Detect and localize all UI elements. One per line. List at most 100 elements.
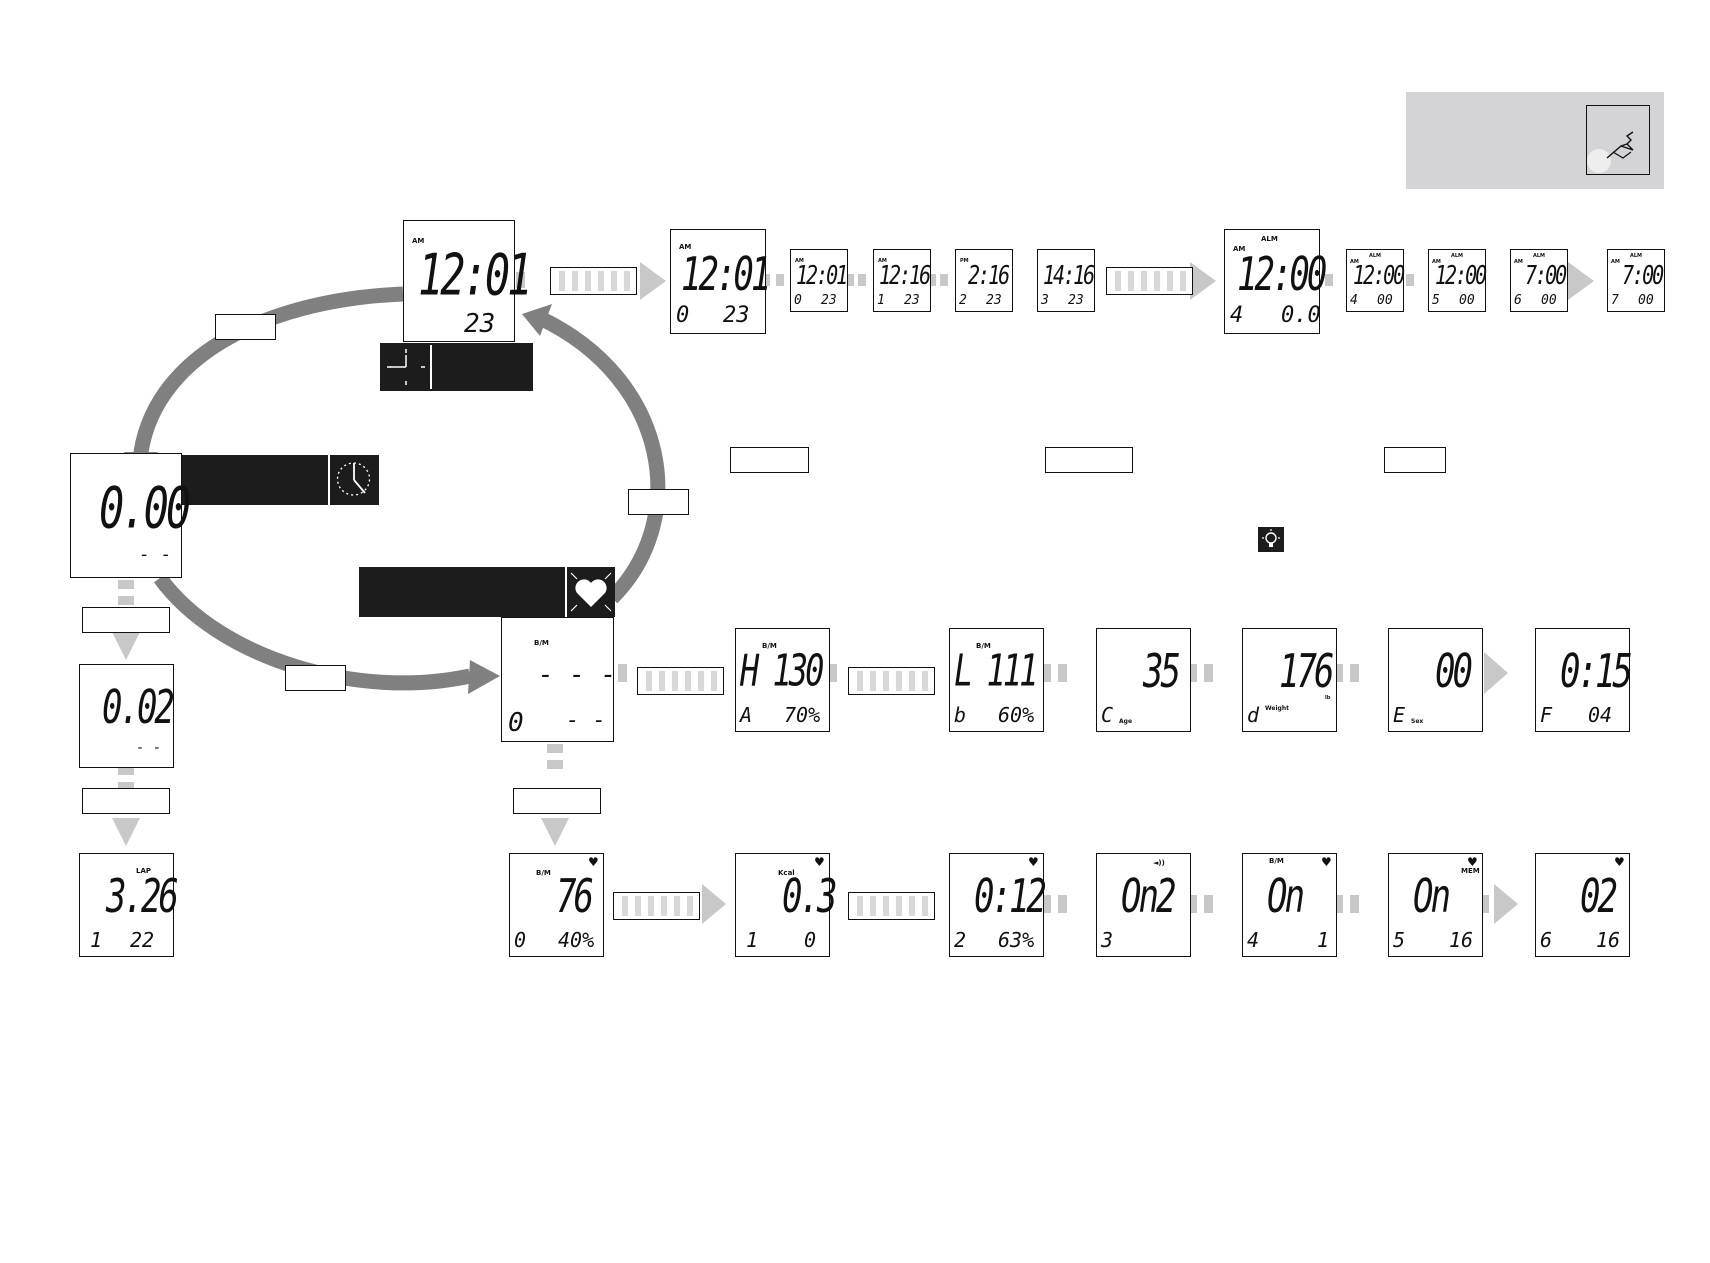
lcd-main-value: 0.00 — [99, 474, 191, 541]
lcd-main-value: 14:16 — [1043, 259, 1095, 291]
lcd-clock-main: AM 12:01 23 — [403, 220, 532, 342]
lcd-label: AM — [679, 243, 692, 251]
lcd-left-value: 3 — [1101, 928, 1114, 952]
set-button-3 — [637, 667, 724, 695]
lcd-step-0: AM 12:01 0 23 — [790, 249, 848, 312]
lcd-timer: 0:15 F 04 — [1535, 628, 1633, 732]
corner-panel — [1406, 92, 1664, 189]
lcd-stopwatch-lap: LAP 3.26 1 22 — [79, 853, 179, 957]
lcd-alarm-main: AM ALM 12:00 4 0.0 — [1224, 229, 1327, 334]
lcd-label: AM — [1233, 245, 1246, 253]
lcd-main-value: 12:00 — [1237, 247, 1327, 302]
set-button-1 — [550, 267, 637, 295]
lcd-sub-value: - - — [136, 740, 162, 756]
lcd-label: AM — [878, 258, 887, 264]
lcd-sub-value: 23 — [904, 293, 920, 308]
lcd-kcal: ♥ Kcal 0.3 1 0 — [735, 853, 837, 957]
lcd-age: 35 C Age — [1096, 628, 1191, 732]
lcd-sub-value: - - — [139, 544, 172, 565]
heart-rate-mode-bar — [359, 567, 615, 617]
lcd-main-value: 3.26 — [106, 869, 179, 924]
lcd-label: B/M — [534, 639, 549, 647]
stopwatch-icon — [328, 455, 381, 505]
lcd-left-value: 1 — [877, 293, 885, 308]
lcd-alarm-label: ALM — [1630, 253, 1643, 259]
lcd-label: AM — [1514, 259, 1523, 265]
hand-pointer-icon — [1587, 106, 1649, 174]
lcd-left-value: 2 — [959, 293, 967, 308]
lcd-label: AM — [412, 237, 425, 245]
lcd-left-value: 0 — [794, 293, 802, 308]
lcd-sub-value: 0 — [804, 928, 817, 952]
label-box-7 — [730, 447, 809, 473]
lcd-main-value: H 130 — [740, 644, 824, 697]
lcd-set-time: AM 12:01 0 23 — [670, 229, 771, 334]
lcd-alarm-4: AM ALM 12:00 4 00 — [1346, 249, 1405, 312]
lcd-main-value: On — [1267, 869, 1305, 924]
lcd-sub-value: 63% — [998, 928, 1035, 952]
lcd-alarm-7: AM ALM 7:00 7 00 — [1607, 249, 1665, 312]
lcd-label: B/M — [976, 642, 991, 650]
lcd-sub-value: 70% — [784, 703, 821, 727]
label-box-2 — [628, 489, 689, 515]
lcd-sub-value: 40% — [558, 928, 595, 952]
lcd-main-value: - - - — [538, 660, 617, 690]
lcd-sub-value: 00 — [1541, 293, 1557, 308]
lcd-label: MEM — [1461, 867, 1480, 875]
lcd-label: AM — [1350, 259, 1359, 265]
lcd-unit-label: Weight — [1265, 705, 1289, 712]
lcd-left-value: d — [1247, 703, 1260, 727]
lcd-label: AM — [1432, 259, 1441, 265]
lcd-sex: 00 E Sex — [1388, 628, 1483, 732]
lcd-main-value: 76 — [556, 869, 594, 924]
lcd-sub-value: 23 — [1068, 293, 1084, 308]
lcd-left-value: E — [1393, 703, 1406, 727]
clock-face-icon — [382, 345, 432, 389]
lcd-main-value: 176 — [1279, 644, 1334, 699]
lcd-label: AM — [1611, 259, 1620, 265]
lcd-sub-value: 22 — [130, 928, 155, 952]
lcd-label: AM — [795, 258, 804, 264]
lcd-main-value: 12:01 — [796, 259, 848, 291]
lcd-left-value: 4 — [1230, 303, 1244, 328]
heart-icon: ♥ — [814, 855, 825, 869]
lcd-left-value: C — [1101, 703, 1114, 727]
lcd-sub-value: 23 — [723, 303, 750, 328]
lcd-main-value: 12:00 — [1353, 259, 1405, 291]
lcd-unit-label-lb: lb — [1325, 695, 1331, 701]
set-button-2 — [1106, 267, 1193, 295]
heart-icon: ♥ — [1467, 855, 1478, 869]
lcd-alarm-5: AM ALM 12:00 5 00 — [1428, 249, 1487, 312]
heart-icon: ♥ — [1614, 855, 1625, 869]
lcd-label: ◄)) — [1153, 859, 1165, 867]
heart-icon: ♥ — [1321, 855, 1332, 869]
lcd-left-value: 3 — [1041, 293, 1049, 308]
lcd-lap-label: LAP — [136, 867, 152, 875]
lcd-main-value: 00 — [1435, 644, 1473, 699]
lcd-sub-value: 16 — [1449, 928, 1474, 952]
lcd-main-value: 12:00 — [1435, 259, 1487, 291]
lcd-left-value: 1 — [90, 928, 103, 952]
lcd-left-value: 1 — [746, 928, 759, 952]
label-box-6 — [513, 788, 601, 814]
lcd-sub-value: 0.0 — [1281, 303, 1321, 328]
lcd-main-value: 12:01 — [681, 247, 771, 302]
lcd-unit-label: Sex — [1411, 718, 1424, 725]
lcd-left-value: A — [740, 703, 753, 727]
label-box-8 — [1045, 447, 1133, 473]
lcd-main-value: 0.02 — [102, 680, 175, 735]
set-button-5 — [613, 892, 700, 920]
lcd-main-value: 0:12 — [974, 869, 1047, 924]
lcd-heart-rate-main: B/M - - - 0 - - — [501, 617, 617, 742]
lcd-main-value: L 111 — [954, 644, 1038, 697]
lcd-left-value: 4 — [1350, 293, 1358, 308]
lcd-step-2: PM 2:16 2 23 — [955, 249, 1013, 312]
lcd-main-value: 0.3 — [782, 869, 837, 924]
lcd-sub-value: 60% — [998, 703, 1035, 727]
lcd-left-value: b — [954, 703, 967, 727]
label-box-9 — [1384, 447, 1446, 473]
lcd-main-value: 02 — [1580, 869, 1618, 924]
lcd-main-value: 12:01 — [418, 241, 532, 308]
lcd-step-1: AM 12:16 1 23 — [873, 249, 931, 312]
heart-icon: ♥ — [1028, 855, 1039, 869]
